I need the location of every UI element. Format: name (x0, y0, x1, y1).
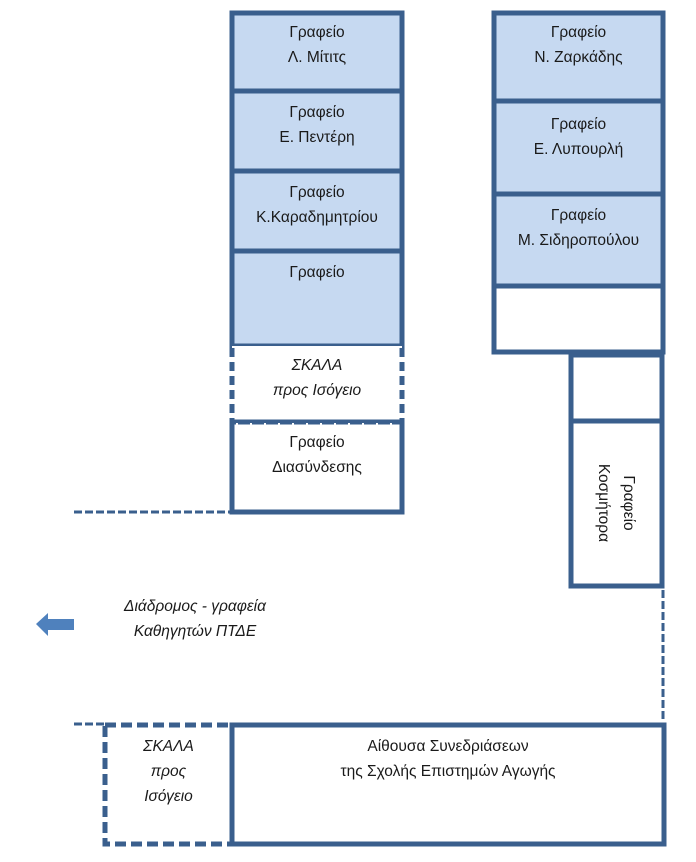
label-office-karadimitriou: Γραφείο Κ.Καραδημητρίου (232, 180, 402, 230)
label-office-lypourli: Γραφείο Ε. Λυπουρλή (494, 112, 663, 162)
label-line: Αίθουσα Συνεδριάσεων (367, 738, 529, 755)
label-line: Ν. Ζαρκάδης (534, 49, 623, 66)
label-line: προς (150, 763, 187, 780)
label-line: Λ. Μίτιτς (287, 49, 347, 66)
room-stairs-upper-fill (232, 346, 402, 422)
label-corridor: Διάδρομος - γραφεία Καθηγητών ΠΤΔΕ (80, 594, 310, 644)
label-office-zarkadis: Γραφείο Ν. Ζαρκάδης (494, 20, 663, 70)
label-line: Ε. Λυπουρλή (533, 141, 624, 158)
room-office-lypourli[interactable] (491, 98, 666, 197)
room-meeting[interactable] (229, 722, 667, 847)
label-line: προς Ισόγειο (272, 382, 362, 399)
label-office-unnamed: Γραφείο (232, 260, 402, 285)
label-stairs-upper: ΣΚΑΛΑ προς Ισόγειο (232, 353, 402, 403)
label-office-mitits: Γραφείο Λ. Μίτιτς (232, 20, 402, 70)
label-line: Γραφείο (289, 104, 345, 121)
arrow-left-icon (36, 613, 74, 636)
label-meeting-room: Αίθουσα Συνεδριάσεων της Σχολής Επιστημώ… (232, 734, 664, 784)
label-office-dean: Γραφείο Κοσμήτορα (591, 443, 641, 563)
label-line: ΣΚΑΛΑ (291, 357, 343, 374)
label-line: Κ.Καραδημητρίου (256, 209, 378, 226)
label-line: Γραφείο (289, 24, 345, 41)
room-empty-right[interactable] (491, 283, 666, 355)
label-line: Ε. Πεντέρη (279, 129, 355, 146)
label-office-penteri: Γραφείο Ε. Πεντέρη (232, 100, 402, 150)
label-office-liaison: Γραφείο Διασύνδεσης (232, 430, 402, 480)
label-line: Διασύνδεσης (272, 459, 362, 476)
label-line: Κοσμήτορα (595, 463, 612, 543)
label-line: Γραφείο (289, 264, 345, 281)
room-office-sidiropoulou[interactable] (491, 191, 666, 289)
label-line: Διάδρομος - γραφεία (124, 598, 266, 615)
room-office-unnamed[interactable] (229, 248, 405, 349)
label-line: Γραφείο (550, 24, 607, 41)
label-line: Γραφείο (289, 184, 345, 201)
label-line: Μ. Σιδηροπούλου (517, 232, 640, 249)
label-line: Καθηγητών ΠΤΔΕ (133, 623, 257, 640)
label-line: Γραφείο (289, 434, 345, 451)
label-stairs-lower: ΣΚΑΛΑ προς Ισόγειο (105, 734, 232, 809)
label-line: Ισόγειο (144, 788, 193, 805)
label-line: ΣΚΑΛΑ (143, 738, 194, 755)
room-stairs-lower[interactable] (102, 722, 235, 847)
room-small-right[interactable] (568, 352, 665, 424)
room-office-liaison[interactable] (229, 419, 405, 515)
label-office-sidiropoulou: Γραφείο Μ. Σιδηροπούλου (494, 203, 663, 253)
room-office-dean[interactable] (568, 418, 665, 589)
label-line: Γραφείο (550, 116, 607, 133)
room-office-zarkadis[interactable] (491, 10, 666, 104)
label-line: Γραφείο (620, 475, 637, 531)
label-line: Γραφείο (550, 207, 607, 224)
label-line: της Σχολής Επιστημών Αγωγής (340, 763, 556, 780)
